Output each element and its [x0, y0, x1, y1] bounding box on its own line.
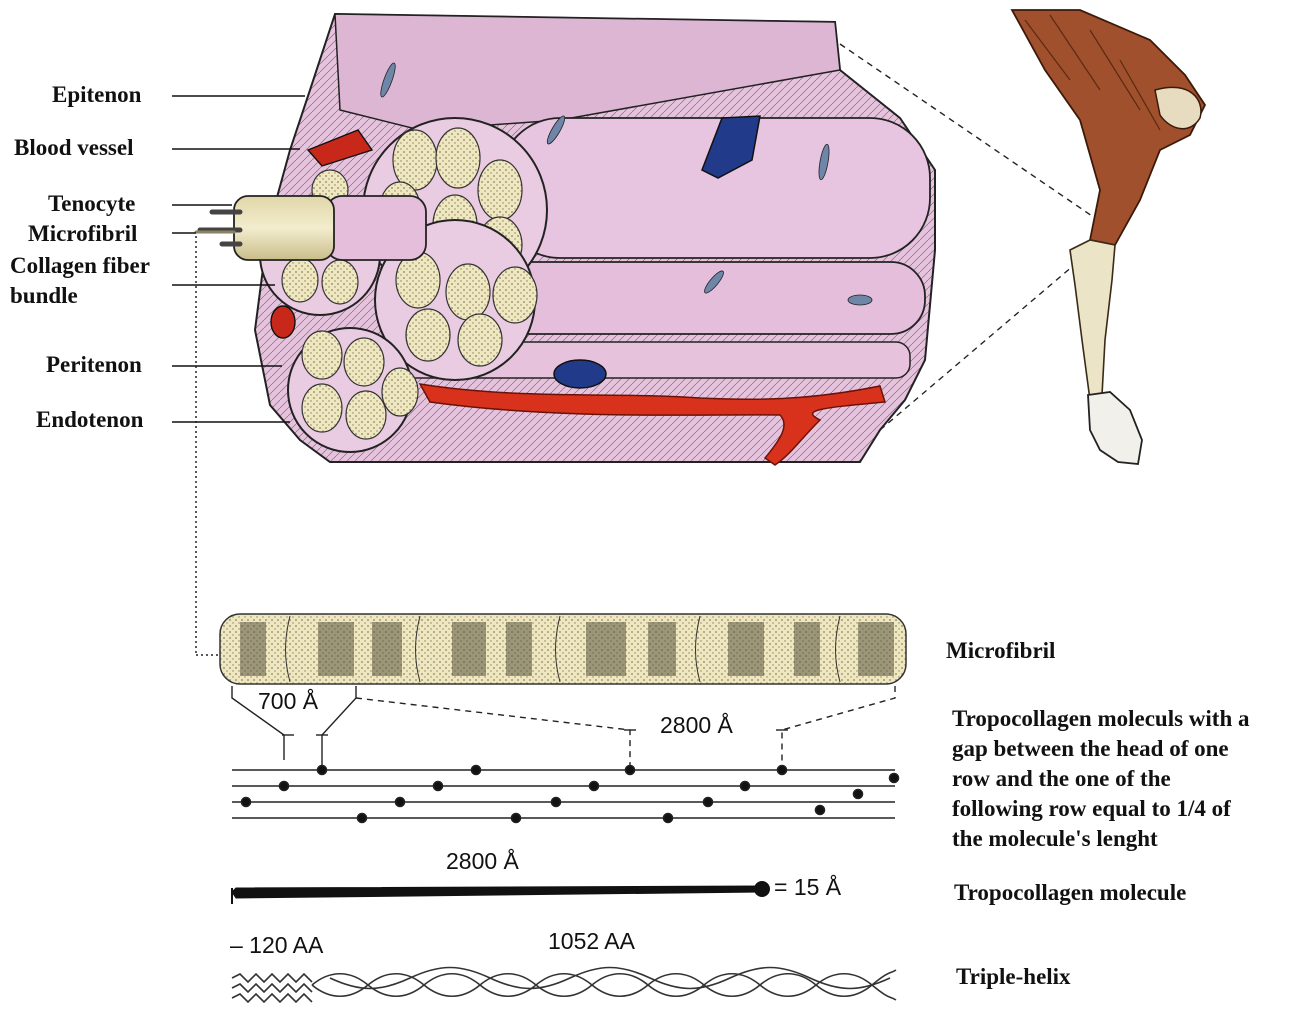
dim-15: = 15 Å — [774, 874, 841, 901]
hoof — [1088, 392, 1142, 464]
label-blood-vessel: Blood vessel — [14, 133, 133, 163]
protruding-fiber — [326, 196, 426, 260]
label-peritenon: Peritenon — [46, 350, 142, 380]
microfibril-strand — [220, 614, 906, 684]
dim-120: – 120 AA — [230, 932, 323, 959]
dim-1052: 1052 AA — [548, 928, 635, 955]
protruding-fibril-bundle — [234, 196, 334, 260]
label-triple-helix: Triple-helix — [956, 962, 1071, 992]
label-endotenon: Endotenon — [36, 405, 143, 435]
label-collagen-fiber-bundle-2: bundle — [10, 281, 78, 311]
vessel-left — [271, 306, 295, 338]
label-tropocollagen-rows: Tropocollagen moleculs with a gap betwee… — [952, 704, 1250, 854]
dim-2800-gap: 2800 Å — [660, 712, 733, 739]
leg-illustration — [1012, 10, 1205, 464]
vein-lower — [554, 360, 606, 388]
tropocollagen-rows — [232, 766, 899, 823]
label-collagen-fiber-bundle-1: Collagen fiber — [10, 251, 150, 281]
label-microfibril-left: Microfibril — [28, 219, 137, 249]
lower-leg-tendon — [1070, 240, 1115, 400]
label-tenocyte: Tenocyte — [48, 189, 135, 219]
triple-helix — [232, 968, 896, 1003]
tropocollagen-molecule — [232, 881, 770, 904]
dim-700: 700 Å — [258, 688, 318, 715]
tropo-rows-line: Tropocollagen moleculs with a — [952, 704, 1250, 734]
tendon-illustration — [196, 14, 935, 465]
label-tropocollagen-molecule: Tropocollagen molecule — [954, 878, 1186, 908]
tropo-rows-line: following row equal to 1/4 of — [952, 794, 1250, 824]
label-microfibril-right: Microfibril — [946, 636, 1055, 666]
tropo-rows-line: the molecule's lenght — [952, 824, 1250, 854]
tropo-rows-line: gap between the head of one — [952, 734, 1250, 764]
label-epitenon: Epitenon — [52, 80, 141, 110]
dim-2800-molecule: 2800 Å — [446, 848, 519, 875]
dimension-brackets — [232, 686, 895, 768]
tropo-rows-line: row and the one of the — [952, 764, 1250, 794]
